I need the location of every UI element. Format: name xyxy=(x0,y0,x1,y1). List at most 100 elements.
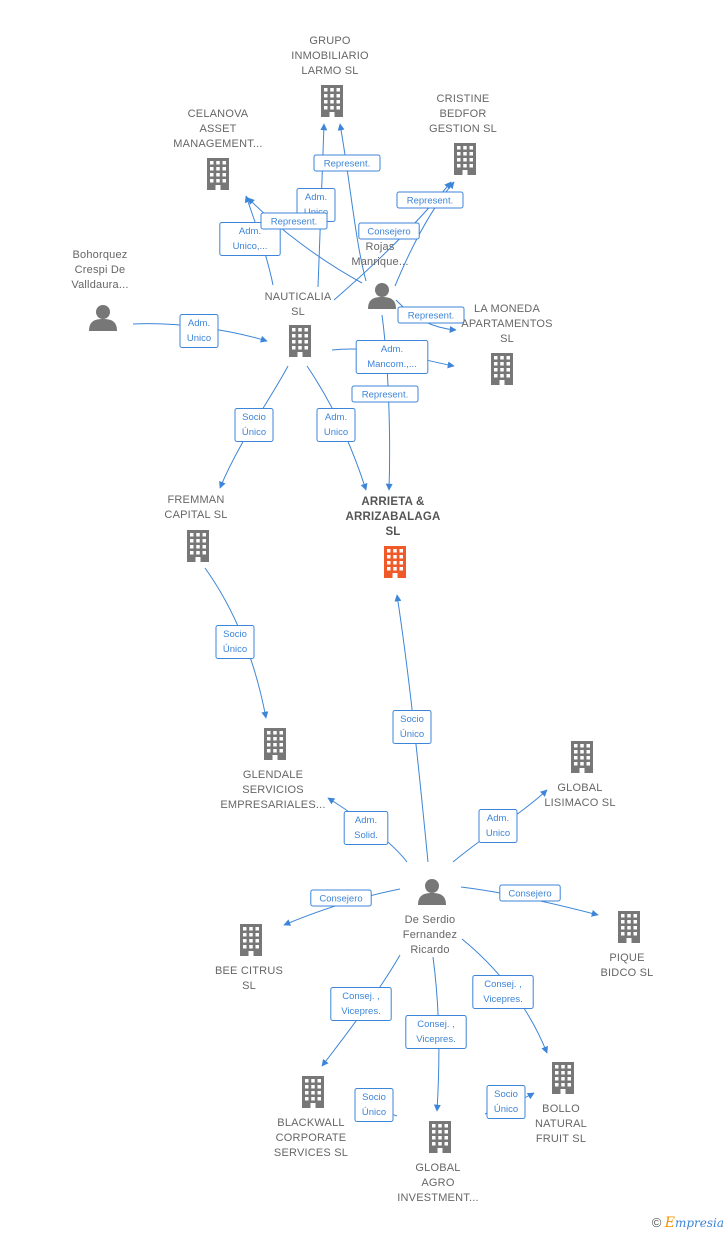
node-label: GLOBAL xyxy=(557,782,602,794)
empresia-watermark: © Empresia xyxy=(652,1215,724,1231)
node-globalagro[interactable]: GLOBALAGROINVESTMENT... xyxy=(397,1121,479,1204)
building-icon xyxy=(187,530,209,562)
node-label: GRUPO xyxy=(309,35,351,47)
edge-label-deserdio-to-blackwall[interactable]: Consej. ,Vicepres. xyxy=(330,987,392,1021)
edge-label-nauticalia-to-cristine[interactable]: Consejero xyxy=(358,222,420,240)
edge-label-box xyxy=(234,408,274,442)
node-label: GESTION SL xyxy=(429,123,497,135)
edge-label-box xyxy=(354,1088,394,1122)
node-label: LISIMACO SL xyxy=(544,797,615,809)
edge-label-text: Adm. xyxy=(381,344,403,355)
node-label: BLACKWALL xyxy=(277,1117,344,1129)
node-label: Ricardo xyxy=(410,944,449,956)
node-label: NAUTICALIA xyxy=(265,291,332,303)
copyright-icon: © xyxy=(651,1215,662,1230)
brand-initial: E xyxy=(664,1215,675,1231)
edge-label-text: Socio xyxy=(223,629,247,640)
edge-label-bohorquez-to-nauticalia[interactable]: Adm.Unico xyxy=(179,314,219,348)
node-lisimaco[interactable]: GLOBAL LISIMACO SL xyxy=(544,741,615,809)
node-label: BIDCO SL xyxy=(601,967,654,979)
edge-label-deserdio-to-pique[interactable]: Consejero xyxy=(499,884,561,902)
edge-label-text: Consej. , xyxy=(417,1019,455,1030)
node-label: SERVICES SL xyxy=(274,1147,348,1159)
edge-label-text: Único xyxy=(242,427,266,438)
edge-label-text: Único xyxy=(400,729,424,740)
edge-label-deserdio-to-bollo[interactable]: Consej. ,Vicepres. xyxy=(472,975,534,1009)
edge-label-deserdio-to-beecitrus[interactable]: Consejero xyxy=(310,889,372,907)
brand-name: mpresia xyxy=(674,1216,724,1230)
node-label: CELANOVA xyxy=(188,108,249,120)
building-icon xyxy=(491,353,513,385)
edge-label-text: Represent. xyxy=(362,390,408,401)
node-label: Manrique... xyxy=(351,256,408,268)
edge-label-box xyxy=(486,1085,526,1119)
edge-label-rojas-to-cristine[interactable]: Represent. xyxy=(396,191,464,209)
edge-label-box xyxy=(343,811,389,845)
node-label: LA MONEDA xyxy=(474,303,540,315)
edge-rojas-to-cristine xyxy=(394,181,455,287)
edge-label-nauticalia-to-moneda[interactable]: Adm.Mancom.,... xyxy=(355,340,429,374)
edge-label-text: Represent. xyxy=(324,159,370,170)
edge-label-rojas-to-moneda[interactable]: Represent. xyxy=(397,306,465,324)
edge-label-deserdio-to-glendale[interactable]: Adm.Solid. xyxy=(343,811,389,845)
node-label: ASSET xyxy=(199,123,236,135)
edge-label-text: Adm. xyxy=(305,192,327,203)
node-nauticalia[interactable]: NAUTICALIA SL xyxy=(265,291,332,357)
edge-label-deserdio-to-lisimaco[interactable]: Adm.Unico xyxy=(478,809,518,843)
edge-label-box xyxy=(351,385,419,403)
edge-label-box xyxy=(179,314,219,348)
edge-label-text: Vicepres. xyxy=(341,1006,380,1017)
edge-label-text: Socio xyxy=(494,1089,518,1100)
edge-label-rojas-to-arrieta[interactable]: Represent. xyxy=(351,385,419,403)
node-label: BOLLO xyxy=(542,1103,580,1115)
node-label: FREMMAN xyxy=(167,494,224,506)
edge-label-text: Único xyxy=(223,644,247,655)
edge-rojas-to-grupo xyxy=(337,123,367,282)
node-glendale[interactable]: GLENDALESERVICIOSEMPRESARIALES... xyxy=(220,728,325,811)
edge-label-rojas-to-grupo[interactable]: Represent. xyxy=(313,154,381,172)
edge-label-text: Socio xyxy=(242,412,266,423)
node-label: APARTAMENTOS xyxy=(461,318,552,330)
edge-label-text: Único xyxy=(362,1107,386,1118)
node-label: EMPRESARIALES... xyxy=(220,799,325,811)
node-label: ARRIZABALAGA xyxy=(345,511,440,523)
edge-rojas-to-celanova xyxy=(247,197,363,284)
node-celanova[interactable]: CELANOVAASSETMANAGEMENT... xyxy=(173,108,262,190)
node-label: ARRIETA & xyxy=(361,496,424,508)
edge-label-text: Socio xyxy=(362,1092,386,1103)
edge-label-nauticalia-to-arrieta[interactable]: Adm.Unico xyxy=(316,408,356,442)
node-label: FRUIT SL xyxy=(536,1133,586,1145)
node-label: BEE CITRUS xyxy=(215,965,283,977)
edge-label-text: Unico xyxy=(187,333,211,344)
node-label: Fernandez xyxy=(403,929,457,941)
building-icon xyxy=(429,1121,451,1153)
edge-label-nauticalia-to-celanova[interactable]: Adm.Unico,... xyxy=(219,222,281,256)
node-arrieta[interactable]: ARRIETA & ARRIZABALAGA SL xyxy=(345,496,440,578)
node-rojas[interactable]: RojasManrique... xyxy=(351,241,408,309)
edge-label-box xyxy=(310,889,372,907)
edge-label-deserdio-to-globalagro[interactable]: Consej. ,Vicepres. xyxy=(405,1015,467,1049)
edge-label-text: Unico xyxy=(486,828,510,839)
edge-label-box xyxy=(396,191,464,209)
node-label: SL xyxy=(291,306,305,318)
edge-label-text: Unico xyxy=(324,427,348,438)
node-label: SL xyxy=(385,526,400,538)
node-label: SERVICIOS xyxy=(242,784,304,796)
edge-label-rojas-to-celanova[interactable]: Represent. xyxy=(260,212,328,230)
edge-label-box xyxy=(499,884,561,902)
